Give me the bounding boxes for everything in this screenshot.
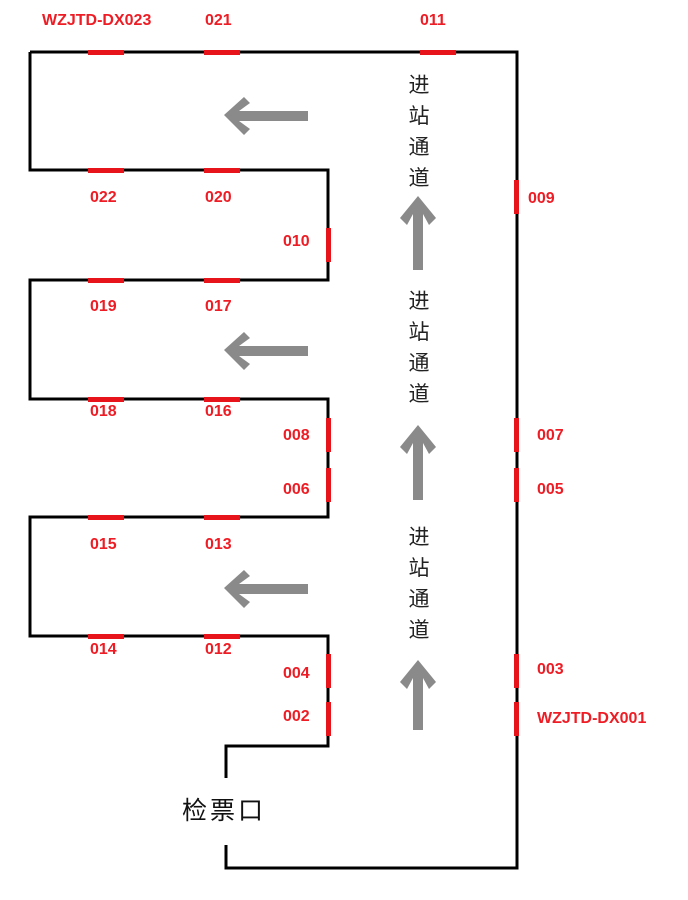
- device-label-014: 014: [90, 641, 117, 658]
- device-label-011: 011: [420, 12, 446, 29]
- marker-021: [204, 50, 240, 55]
- channel-char: 通: [408, 587, 430, 611]
- device-label-003: 003: [537, 661, 564, 678]
- outer-wall: [30, 50, 519, 870]
- device-label-005: 005: [537, 481, 564, 498]
- device-label-013: 013: [205, 536, 232, 553]
- device-label-009: 009: [528, 190, 555, 207]
- marker-008: [326, 418, 331, 452]
- device-label-015: 015: [90, 536, 117, 553]
- marker-011: [420, 50, 456, 55]
- ticket-gate-label: 检票口: [182, 796, 267, 825]
- channel-char: 进: [408, 73, 430, 97]
- marker-002: [326, 702, 331, 736]
- device-label-006: 006: [283, 481, 310, 498]
- device-label-007: 007: [537, 427, 564, 444]
- channel-char: 道: [408, 382, 430, 406]
- channel-caption: 进 站 通 道: [404, 522, 434, 646]
- marker-023: [88, 50, 124, 55]
- device-label-021: 021: [205, 12, 232, 29]
- arrow-up-icon: [400, 425, 436, 500]
- channel-caption: 进 站 通 道: [404, 70, 434, 194]
- arrow-left-icon: [224, 570, 308, 608]
- device-label-004: 004: [283, 665, 310, 682]
- marker-019: [88, 278, 124, 283]
- marker-001: [514, 702, 519, 736]
- marker-014: [88, 634, 124, 639]
- channel-char: 道: [408, 166, 430, 190]
- marker-005: [514, 468, 519, 502]
- device-label-019: 019: [90, 298, 117, 315]
- marker-006: [326, 468, 331, 502]
- marker-013: [204, 515, 240, 520]
- marker-010: [326, 228, 331, 262]
- marker-003: [514, 654, 519, 688]
- marker-018: [88, 397, 124, 402]
- marker-004: [326, 654, 331, 688]
- marker-007: [514, 418, 519, 452]
- device-label-001: WZJTD-DX001: [537, 710, 647, 727]
- device-label-012: 012: [205, 641, 232, 658]
- channel-char: 进: [408, 525, 430, 549]
- marker-016: [204, 397, 240, 402]
- device-label-017: 017: [205, 298, 232, 315]
- marker-017: [204, 278, 240, 283]
- arrow-left-icon: [224, 97, 308, 135]
- marker-009: [514, 180, 519, 214]
- device-label-010: 010: [283, 233, 310, 250]
- channel-caption: 进 站 通 道: [404, 286, 434, 410]
- marker-022: [88, 168, 124, 173]
- device-label-016: 016: [205, 403, 232, 420]
- channel-char: 进: [408, 289, 430, 313]
- channel-char: 站: [408, 320, 430, 344]
- channel-char: 站: [408, 556, 430, 580]
- arrow-up-icon: [400, 660, 436, 730]
- marker-015: [88, 515, 124, 520]
- device-label-020: 020: [205, 189, 232, 206]
- channel-char: 通: [408, 135, 430, 159]
- channel-char: 站: [408, 104, 430, 128]
- device-label-002: 002: [283, 708, 310, 725]
- marker-012: [204, 634, 240, 639]
- device-label-018: 018: [90, 403, 117, 420]
- device-label-008: 008: [283, 427, 310, 444]
- device-label-023: WZJTD-DX023: [42, 12, 152, 29]
- arrow-up-icon: [400, 196, 436, 270]
- channel-char: 道: [408, 618, 430, 642]
- channel-char: 通: [408, 351, 430, 375]
- marker-020: [204, 168, 240, 173]
- device-label-022: 022: [90, 189, 117, 206]
- arrow-left-icon: [224, 332, 308, 370]
